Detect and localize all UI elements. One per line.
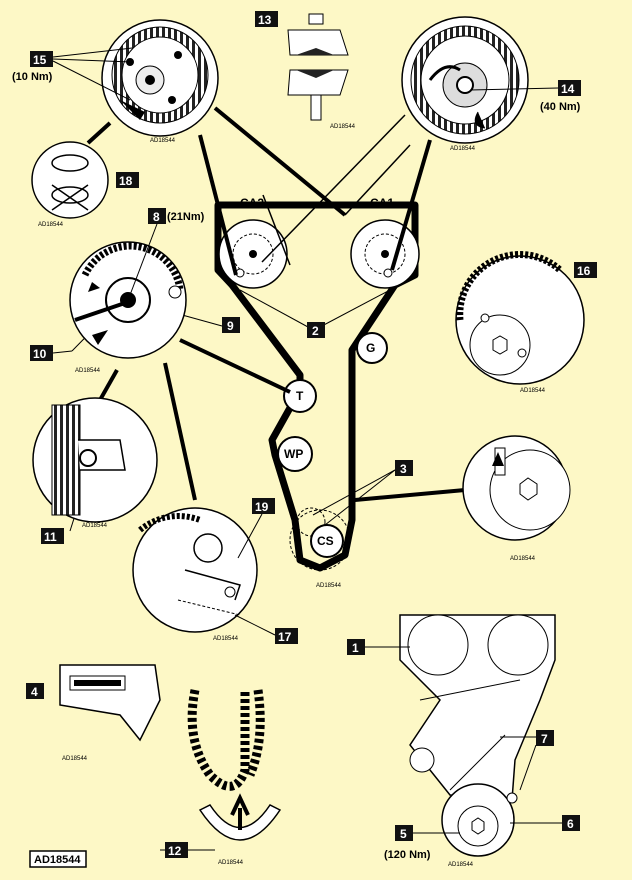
detail-19-figure-id: AD18544: [213, 636, 239, 642]
svg-text:17: 17: [278, 630, 292, 644]
callout-15: 15: [30, 51, 53, 67]
callout-10: 10: [30, 345, 53, 361]
callout-3: 3: [395, 460, 413, 476]
torque-label-5: (120 Nm): [384, 849, 431, 861]
callout-2: 2: [307, 322, 325, 338]
detail-cam-pulley-centre-bolt: AD18544: [401, 16, 529, 152]
callout-18: 18: [116, 172, 139, 188]
camshaft-pulley-ca1: [350, 219, 420, 289]
callout-4: 4: [26, 683, 44, 699]
figure-id-box: AD18544: [29, 850, 87, 868]
detail-15-figure-id: AD18544: [150, 138, 176, 144]
svg-text:15: 15: [33, 53, 47, 67]
callout-13: 13: [255, 11, 278, 27]
pulley-label-water-pump: WP: [284, 447, 303, 461]
pulley-label-ca2: CA2: [240, 196, 264, 210]
detail-tensioner-pointer: AD18544: [32, 397, 158, 529]
callout-8: 8: [148, 208, 166, 224]
pulley-label-crankshaft: CS: [317, 534, 334, 548]
detail-cover-figure-id: AD18544: [448, 862, 474, 868]
callout-9: 9: [222, 317, 240, 333]
figure-id-box-text: AD18544: [34, 854, 81, 866]
svg-text:6: 6: [567, 817, 574, 831]
water-pump-pulley: WP: [277, 436, 313, 472]
detail-14-figure-id: AD18544: [450, 146, 476, 152]
callout-11: 11: [41, 528, 64, 544]
torque-label-8: (21Nm): [167, 211, 205, 223]
svg-text:11: 11: [44, 530, 57, 544]
detail-16-figure-id: AD18544: [520, 388, 546, 394]
svg-text:4: 4: [31, 685, 38, 699]
svg-text:8: 8: [153, 210, 160, 224]
detail-13-figure-id: AD18544: [330, 124, 356, 130]
detail-4-figure-id: AD18544: [62, 756, 88, 762]
callout-16: 16: [574, 262, 597, 278]
detail-timing-cover: AD18544: [399, 614, 556, 868]
svg-text:2: 2: [312, 324, 319, 338]
detail-crank-pulley-mark: AD18544: [455, 250, 585, 394]
detail-crankshaft-front: AD18544: [462, 435, 571, 562]
detail-engine-mount: AD18544: [287, 13, 356, 130]
svg-text:3: 3: [400, 462, 407, 476]
callout-19: 19: [252, 498, 275, 514]
callout-5: 5: [395, 825, 413, 841]
pulley-label-tensioner: T: [296, 389, 304, 403]
idler-pulley: G: [356, 332, 388, 364]
detail-11-figure-id: AD18544: [82, 523, 108, 529]
callout-6: 6: [562, 815, 580, 831]
svg-text:10: 10: [33, 347, 47, 361]
callout-7: 7: [536, 730, 554, 746]
svg-text:9: 9: [227, 319, 234, 333]
svg-text:19: 19: [255, 500, 269, 514]
detail-cam-pulley-bolts: AD18544: [101, 19, 219, 144]
detail-tensioner-figure-id: AD18544: [75, 368, 101, 374]
callout-14: 14: [558, 80, 581, 96]
detail-18-figure-id: AD18544: [38, 222, 64, 228]
detail-3-figure-id: AD18544: [510, 556, 536, 562]
torque-label-15: (10 Nm): [12, 71, 53, 83]
detail-timing-mark: AD18544: [132, 507, 258, 642]
crankshaft-pulley: CS: [289, 507, 351, 571]
svg-text:1: 1: [352, 641, 359, 655]
callout-17: 17: [275, 628, 298, 644]
detail-belt-installation: AD18544: [187, 689, 282, 866]
torque-label-14: (40 Nm): [540, 101, 581, 113]
detail-lock-pins: AD18544: [31, 141, 109, 228]
detail-belt-clip: AD18544: [59, 664, 161, 762]
svg-text:18: 18: [119, 174, 133, 188]
svg-text:13: 13: [258, 13, 272, 27]
tensioner-pulley: T: [283, 379, 317, 413]
svg-text:12: 12: [168, 844, 182, 858]
detail-tensioner: AD18544: [69, 241, 187, 374]
svg-text:7: 7: [541, 732, 548, 746]
pulley-label-ca1: CA1: [370, 196, 394, 210]
callout-1: 1: [347, 639, 365, 655]
pulley-label-idler: G: [366, 341, 375, 355]
svg-text:14: 14: [561, 82, 575, 96]
svg-text:5: 5: [400, 827, 407, 841]
detail-12-figure-id: AD18544: [218, 860, 244, 866]
svg-text:16: 16: [577, 264, 591, 278]
callout-12: 12: [165, 842, 188, 858]
figure-id-label: AD18544: [316, 583, 342, 589]
